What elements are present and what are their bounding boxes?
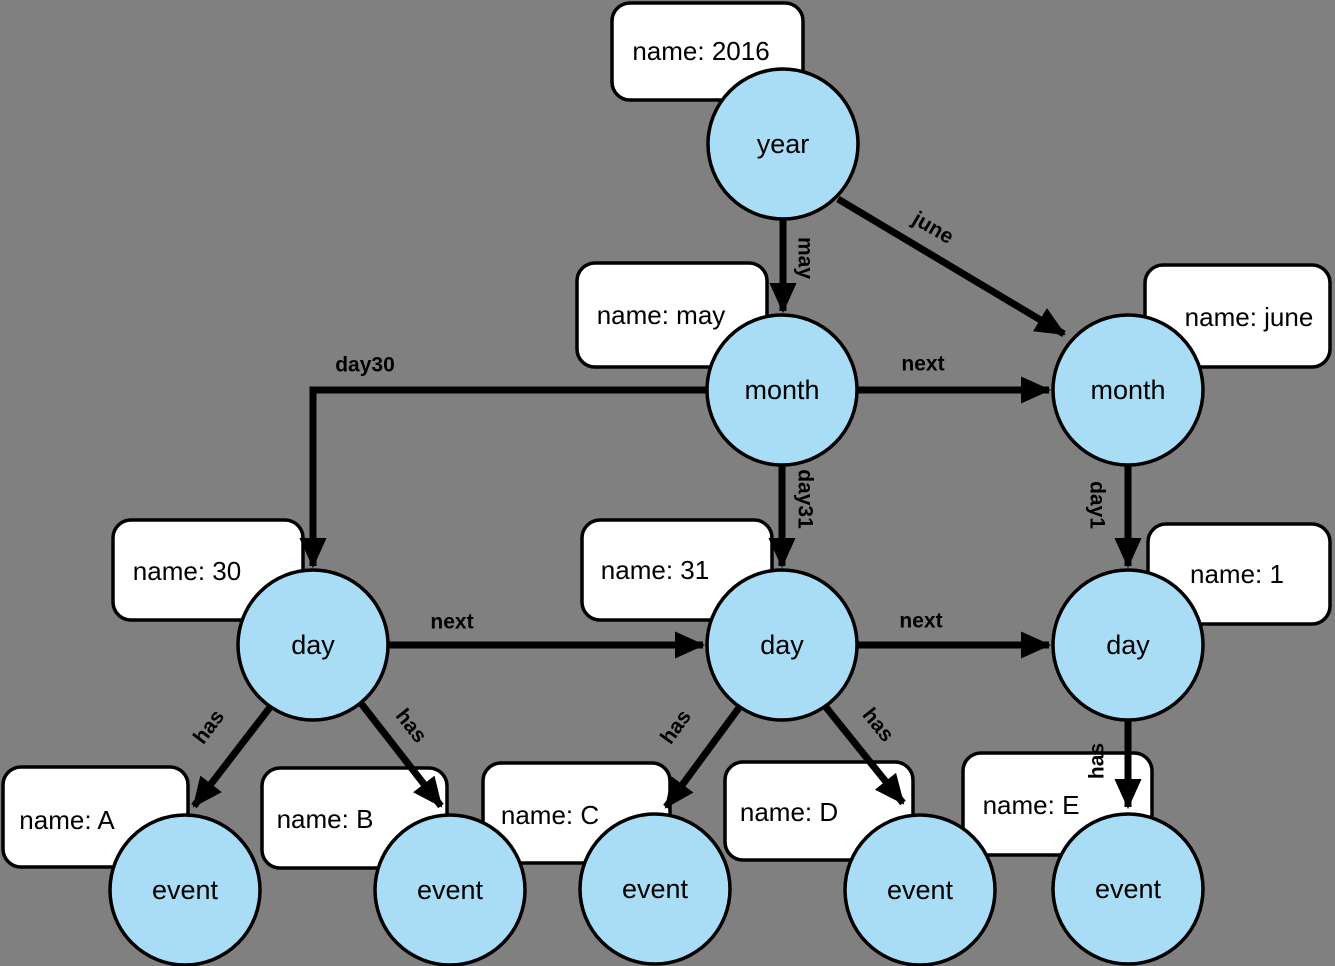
node-label-event-c: event: [622, 874, 689, 904]
edge-label-day30: day30: [335, 354, 395, 377]
edge-labels: may june next day30 day31 day1 next next…: [189, 207, 1109, 779]
node-event-c: event: [578, 812, 732, 966]
edge-label-next-day-left: next: [430, 611, 473, 634]
edge-day-30-event-b: [357, 699, 444, 809]
edge-label-next-month: next: [901, 353, 944, 376]
edge-label-day31: day31: [794, 469, 817, 529]
edge-label-next-day-right: next: [899, 610, 942, 633]
property-text-event-a: name: A: [19, 805, 115, 835]
node-label-day-31: day: [760, 630, 804, 660]
node-event-e: event: [1051, 812, 1205, 966]
property-text-day-30: name: 30: [133, 556, 241, 586]
property-text-event-c: name: C: [501, 800, 599, 830]
node-label-day-1: day: [1106, 630, 1150, 660]
node-event-b: event: [373, 813, 527, 966]
property-boxes: name: 2016 name: may name: june name: 30…: [1, 1, 1332, 870]
edge-label-day1: day1: [1086, 481, 1109, 529]
edge-year-month-june: [836, 195, 1066, 338]
edge-month-may-day-30: [299, 386, 707, 569]
node-year: year: [706, 67, 860, 221]
node-label-event-b: event: [417, 875, 484, 905]
edge-day-31-event-d: [818, 698, 906, 806]
property-text-event-b: name: B: [277, 804, 374, 834]
edges: [191, 195, 1142, 810]
node-day-1: day: [1051, 568, 1205, 722]
property-text-event-d: name: D: [740, 797, 838, 827]
property-text-day-31: name: 31: [601, 555, 709, 585]
edge-label-has-e: has: [1086, 743, 1109, 779]
edge-day-30-event-a: [191, 703, 274, 809]
node-label-event-a: event: [152, 875, 219, 905]
node-month-may: month: [705, 313, 859, 467]
property-box-month-june: name: june: [1143, 263, 1332, 369]
property-text-event-e: name: E: [983, 790, 1080, 820]
node-label-event-d: event: [887, 875, 954, 905]
node-day-30: day: [236, 568, 390, 722]
property-text-day-1: name: 1: [1190, 559, 1284, 589]
node-event-a: event: [108, 813, 262, 966]
nodes: year month month day day day event even: [108, 67, 1205, 966]
node-label-event-e: event: [1095, 874, 1162, 904]
node-label-year: year: [757, 129, 810, 159]
property-text-month-june: name: june: [1185, 302, 1314, 332]
node-label-month-may: month: [744, 375, 819, 405]
edge-day-31-event-c: [663, 698, 747, 810]
node-event-d: event: [843, 813, 997, 966]
edge-label-may: may: [794, 237, 817, 279]
node-label-month-june: month: [1090, 375, 1165, 405]
property-text-year: name: 2016: [632, 36, 769, 66]
property-text-month-may: name: may: [597, 300, 726, 330]
node-month-june: month: [1051, 313, 1205, 467]
node-day-31: day: [705, 568, 859, 722]
node-label-day-30: day: [291, 630, 335, 660]
